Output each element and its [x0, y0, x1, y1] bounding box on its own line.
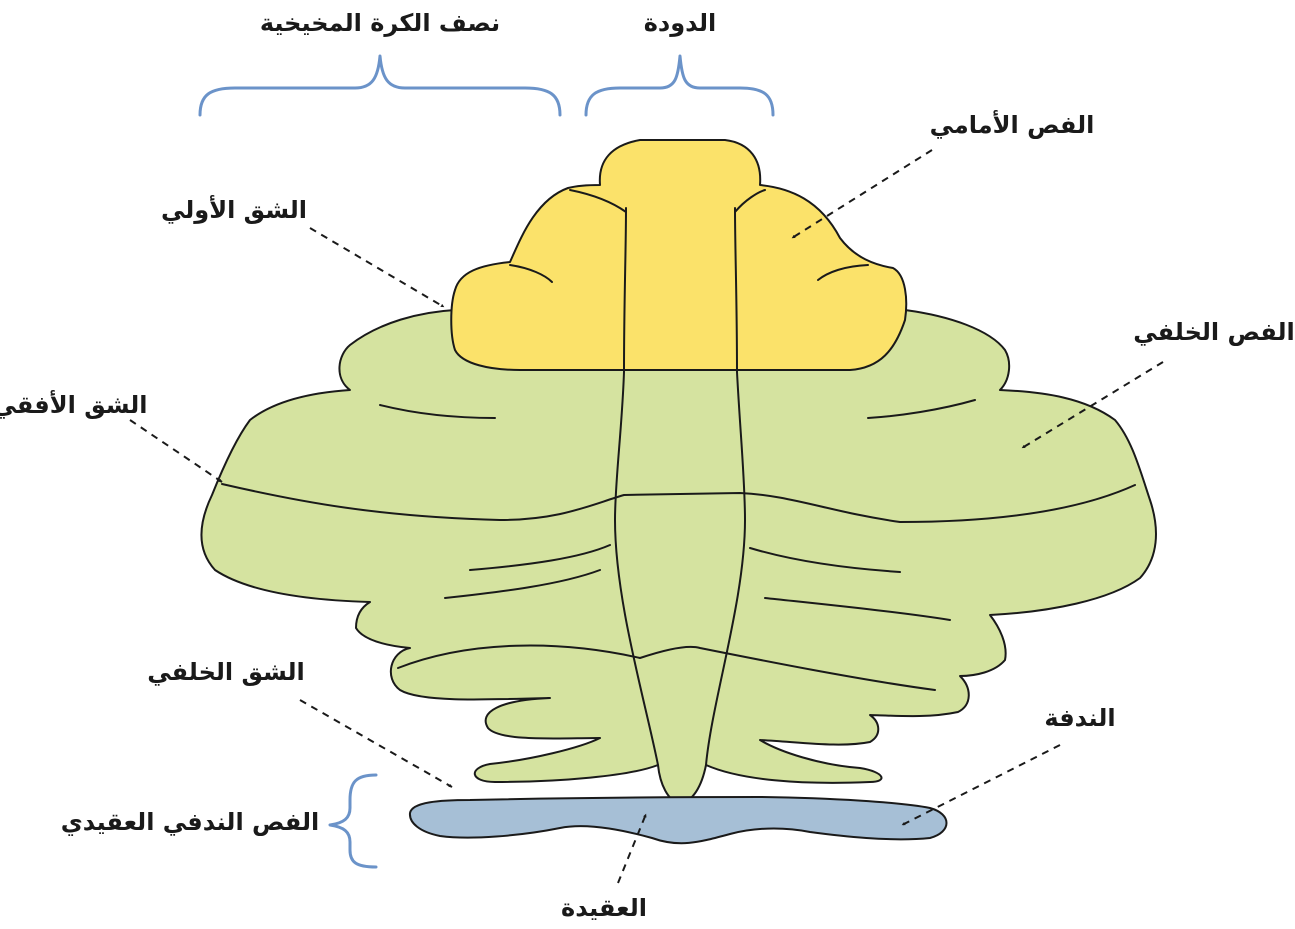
posterolateral-fissure-label: الشق الخلفي — [147, 658, 305, 686]
posterior-fold-left-3 — [444, 569, 601, 599]
anterior-fold-right-upper — [734, 189, 766, 213]
nodule-label: العقيدة — [561, 894, 647, 922]
vermis-left-line — [613, 207, 659, 766]
flocculus-pointer — [901, 744, 1061, 826]
posterior-fold-right-1 — [867, 399, 976, 419]
posterior-lobe-label: الفص الخلفي — [1133, 318, 1295, 346]
flocculonodular-lobe-shape — [408, 796, 948, 845]
posterior-fold-right-3 — [764, 597, 951, 621]
posterolateral-fissure-pointer — [299, 699, 453, 788]
vermis-label: الدودة — [644, 9, 717, 37]
horizontal-fissure-label: الشق الأفقي — [0, 390, 148, 419]
flocculonodular-lobe-label: الفص الندفي العقيدي — [61, 808, 320, 836]
anterior-lobe-label: الفص الأمامي — [930, 110, 1095, 139]
primary-fissure-label: الشق الأولي — [161, 195, 307, 224]
anterior-fold-right-lower — [817, 264, 869, 281]
anterior-fold-left-lower — [509, 264, 553, 283]
primary-fissure-pointer — [309, 227, 445, 308]
posterior-lobe-pointer — [1021, 361, 1164, 449]
posterior-fold-right-2 — [749, 547, 901, 573]
hemisphere-brace — [198, 54, 562, 117]
flocculonodular-brace — [328, 773, 378, 869]
anterior-lobe-pointer — [791, 149, 933, 239]
posterior-lobe-shape — [200, 309, 1157, 806]
hemisphere-label: نصف الكرة المخيخية — [260, 9, 500, 37]
horizontal-fissure-pointer — [129, 419, 223, 483]
vermis-right-line — [705, 207, 747, 766]
vermis-brace — [584, 54, 775, 117]
flocculus-label: الندفة — [1044, 704, 1115, 732]
anterior-fold-left-upper — [569, 189, 627, 213]
horizontal-fissure-line — [221, 483, 1136, 524]
posterior-fold-left-2 — [469, 544, 611, 571]
posterior-fold-left-1 — [379, 404, 496, 419]
anterior-lobe-shape — [450, 139, 908, 371]
posterior-fold-mid — [397, 644, 936, 691]
